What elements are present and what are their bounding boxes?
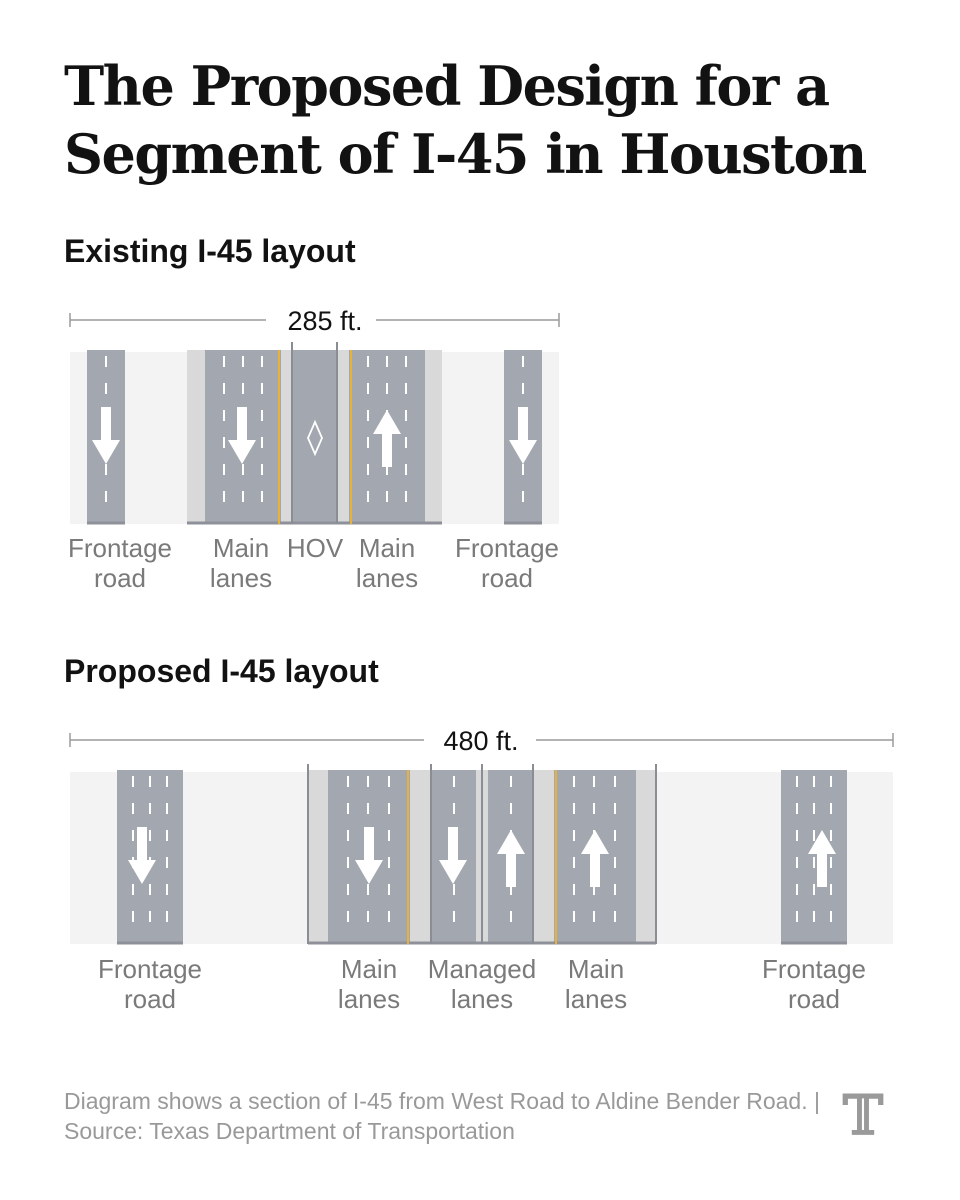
- arrow-up-icon: [581, 830, 609, 887]
- footnote: Diagram shows a section of I-45 from Wes…: [64, 1088, 820, 1144]
- nyt-logo-icon: 𝕋: [842, 1083, 884, 1147]
- width-dimension-line: 285 ft.: [69, 306, 560, 336]
- frontage-road-left: [117, 770, 183, 945]
- proposed-layout-heading: Proposed I-45 layout: [64, 653, 379, 689]
- frontage-road-right: [504, 350, 542, 525]
- hov-diamond-icon: [307, 419, 323, 457]
- hov-lane: [292, 350, 338, 525]
- arrow-up-icon: [373, 410, 401, 467]
- arrow-down-icon: [228, 407, 256, 464]
- main-lanes-left: [328, 770, 410, 945]
- arrow-down-icon: [355, 827, 383, 884]
- managed-lane-right: [488, 770, 534, 945]
- existing-layout-heading: Existing I-45 layout: [64, 233, 356, 269]
- arrow-up-icon: [808, 830, 836, 887]
- width-label: 480 ft.: [443, 726, 518, 756]
- arrow-down-icon: [92, 407, 120, 464]
- arrow-up-icon: [497, 830, 525, 887]
- arrow-down-icon: [128, 827, 156, 884]
- width-dimension-line: 480 ft.: [69, 726, 894, 756]
- arrow-down-icon: [509, 407, 537, 464]
- main-lanes-left: [205, 350, 281, 525]
- page-title: The Proposed Design for a Segment of I-4…: [64, 54, 867, 186]
- managed-lane-left: [432, 770, 476, 945]
- label-hov: HOV: [287, 533, 344, 563]
- arrow-down-icon: [439, 827, 467, 884]
- main-lanes-right: [349, 350, 425, 525]
- frontage-road-left: [87, 350, 125, 525]
- frontage-road-right: [781, 770, 847, 945]
- width-label: 285 ft.: [287, 306, 362, 336]
- main-lanes-right: [554, 770, 636, 945]
